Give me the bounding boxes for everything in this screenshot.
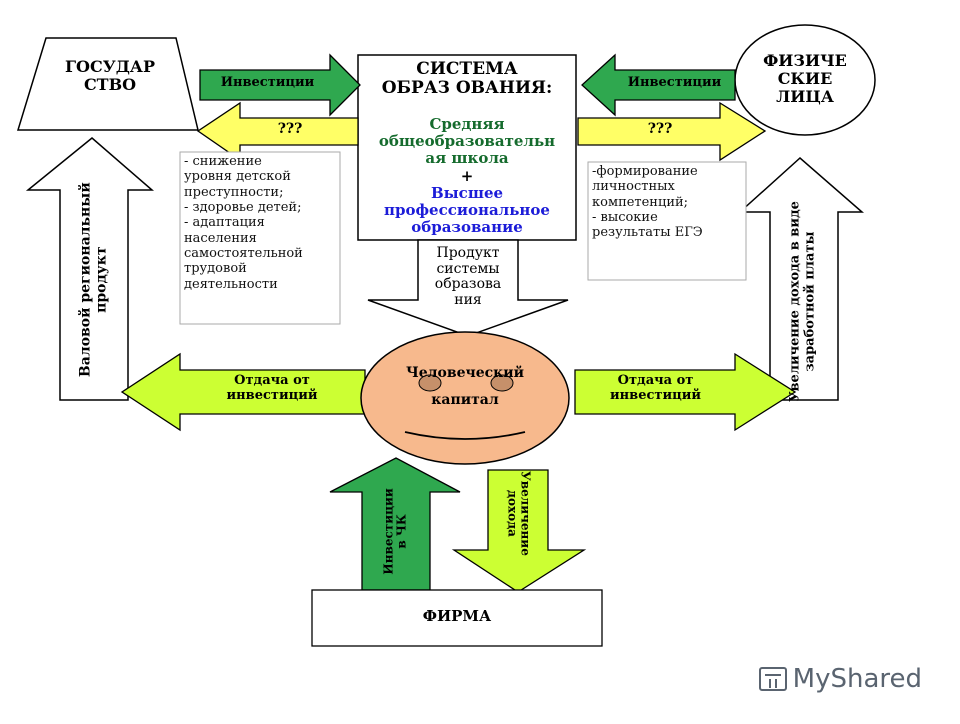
state-effects-box [179,151,341,325]
secondary-school-label: Средняя общеобразовательн ая школа [378,115,556,167]
income-increase-arrow [738,156,865,401]
investments-left-arrow [199,53,361,117]
plus-label: + [460,167,474,185]
grp-label: Валовой региональный продукт [77,182,109,378]
higher-education-label: Высшее профессиональное образование [384,184,550,236]
individual-effects-note: -формирование личностных компетенций; - … [592,164,703,241]
human-capital-face [360,331,570,465]
smile-icon [404,431,526,440]
watermark: MyShared [758,664,922,694]
human-capital-label: Человеческий капитал [405,365,525,408]
product-arrow [367,239,569,337]
grp-arrow [25,137,155,401]
right-eye-icon [490,374,514,392]
individual-effects-box [587,161,747,281]
unknown-right-label: ??? [647,121,673,137]
product-label: Продукт системы образова ния [434,245,502,309]
education-system-box [357,54,577,241]
firm-box [311,589,603,647]
invest-hc-label: Инвестиции в ЧК [381,488,409,575]
return-right-arrow [574,352,797,432]
unknown-left-label: ??? [277,121,303,137]
return-left-arrow [120,352,366,432]
individuals-label: ФИЗИЧЕ СКИЕ ЛИЦА [763,51,847,106]
state-label: ГОСУДАР СТВО [65,57,155,94]
return-right-label: Отдача от инвестиций [610,373,701,403]
unknown-right-arrow [577,101,767,162]
state-effects-note: - снижение уровня детской преступности; … [184,154,303,292]
invest-hc-arrow [329,457,461,591]
income-increase-label: Увеличение дохода в виде заработной плат… [787,201,817,403]
investments-left-label: Инвестиции [220,75,315,90]
income-growth-label: Увеличение дохода [505,471,533,556]
return-left-label: Отдача от инвестиций [226,373,318,403]
firm-label: ФИРМА [422,607,492,625]
income-growth-arrow [451,469,587,593]
presentation-icon [758,667,787,691]
unknown-left-arrow [196,101,359,162]
investments-right-label: Инвестиции [627,75,722,90]
left-eye-icon [418,374,442,392]
investments-right-arrow [581,53,736,117]
education-system-title: СИСТЕМА ОБРАЗ ОВАНИЯ: [381,59,553,99]
state-shape [16,37,199,131]
watermark-text: MyShared [792,664,922,694]
